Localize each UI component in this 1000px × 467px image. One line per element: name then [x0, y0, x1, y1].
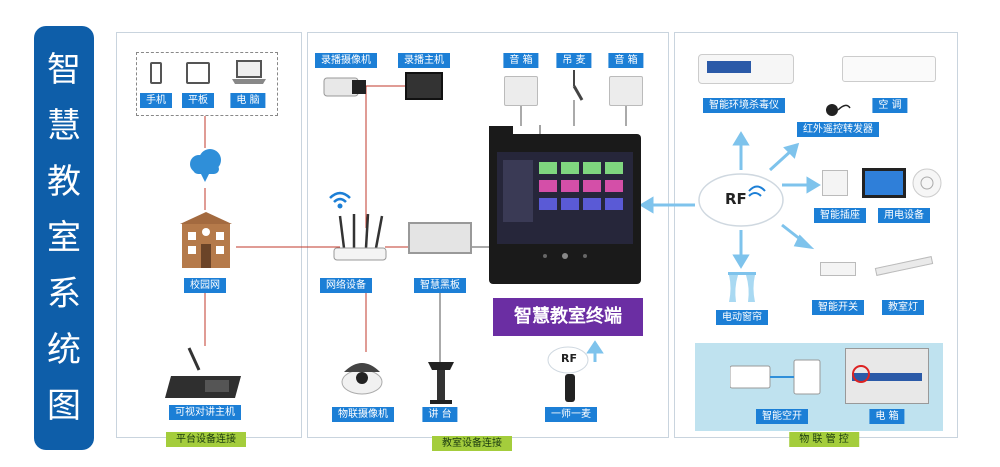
- phone-icon: [150, 62, 162, 84]
- podium-icon: [428, 362, 454, 404]
- rf-cloud-icon: [698, 173, 784, 227]
- sterilizer-label: 智能环境杀毒仪: [703, 98, 785, 113]
- air-conditioner-label: 空 调: [872, 98, 908, 113]
- platform-section-tag: 平台设备连接: [166, 432, 246, 447]
- campus-network-label: 校园网: [184, 278, 226, 293]
- camera-recorder-label: 录播摄像机: [315, 53, 377, 68]
- iot-camera-label: 物联摄像机: [332, 407, 394, 422]
- rf-small-text: RF: [561, 352, 577, 365]
- hanging-mic-label: 吊 麦: [556, 53, 592, 68]
- device-group-box: [136, 52, 278, 116]
- curtain-label: 电动窗帘: [716, 310, 768, 325]
- ir-transmitter-icon: [826, 104, 851, 116]
- podium-label: 讲 台: [422, 407, 458, 422]
- recording-camera-icon: [323, 77, 366, 97]
- title-char: 智: [47, 50, 81, 90]
- teacher-mic-label: 一师一麦: [545, 407, 597, 422]
- title-char: 室: [47, 218, 81, 258]
- smart-breaker-label: 智能空开: [756, 409, 808, 424]
- title-char: 统: [47, 330, 81, 370]
- laptop-icon: [232, 60, 266, 84]
- computer-label: 电 脑: [230, 93, 266, 108]
- intercom-host-icon: [165, 347, 241, 398]
- rf-cloud-small-icon: [547, 346, 589, 374]
- terminal-title: 智慧教室终端: [493, 298, 643, 336]
- title-char: 慧: [47, 106, 81, 146]
- signal-icon: [748, 185, 766, 197]
- router-icon: [333, 214, 387, 261]
- curtain-icon: [728, 272, 756, 302]
- classroom-section-tag: 教室设备连接: [432, 436, 512, 451]
- speaker-left-label: 音 箱: [503, 53, 539, 68]
- smart-board-label: 智慧黑板: [414, 278, 466, 293]
- cloud-icon: [190, 149, 221, 182]
- intercom-label: 可视对讲主机: [169, 405, 241, 420]
- recorder-host-icon: [405, 72, 443, 100]
- wifi-icon: [329, 191, 351, 209]
- smart-socket-label: 智能插座: [814, 208, 866, 223]
- air-conditioner-icon: [842, 56, 936, 82]
- electric-box-icon: [845, 348, 929, 404]
- ir-transmitter-label: 红外遥控转发器: [797, 122, 879, 137]
- classroom-light-label: 教室灯: [882, 300, 924, 315]
- handheld-mic-icon: [565, 374, 575, 402]
- round-device-icon: [912, 168, 942, 198]
- sterilizer-icon: [698, 54, 794, 84]
- power-device-label: 用电设备: [878, 208, 930, 223]
- speaker-right-label: 音 箱: [608, 53, 644, 68]
- network-device-label: 网络设备: [320, 278, 372, 293]
- smart-socket-icon: [822, 170, 848, 196]
- speaker-icon: [504, 76, 538, 106]
- smart-board-icon: [408, 222, 472, 254]
- title-char: 教: [47, 162, 81, 202]
- title-char: 系: [47, 274, 81, 314]
- phone-label: 手机: [140, 93, 172, 108]
- power-device-icon: [862, 168, 906, 198]
- vertical-title-bar: 智 慧 教 室 系 统 图: [34, 26, 94, 450]
- smart-terminal-icon: [489, 126, 641, 284]
- speaker-icon: [609, 76, 643, 106]
- tablet-icon: [186, 62, 210, 84]
- smart-switch-label: 智能开关: [812, 300, 864, 315]
- hanging-mic-icon: [572, 70, 584, 101]
- iot-section-tag: 物 联 管 控: [789, 432, 859, 447]
- recorder-host-label: 录播主机: [398, 53, 450, 68]
- smart-switch-icon: [820, 262, 856, 276]
- iot-camera-icon: [341, 363, 383, 395]
- rf-center-text: RF: [725, 190, 747, 208]
- tablet-label: 平板: [182, 93, 214, 108]
- title-char: 图: [47, 386, 81, 426]
- school-building-icon: [180, 212, 232, 268]
- electric-box-label: 电 箱: [869, 409, 905, 424]
- smart-breaker-icon: [730, 359, 821, 395]
